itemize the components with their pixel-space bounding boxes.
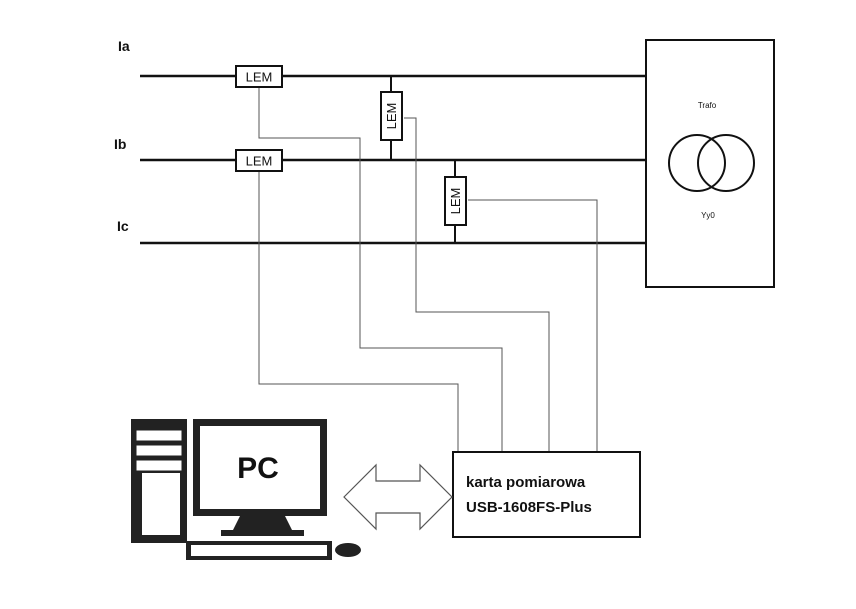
measurement-card-box [452, 451, 641, 538]
lem-sensor-ib: LEM [235, 149, 283, 172]
lem-sensor-ab: LEM [380, 91, 403, 141]
transformer-coil-1-icon [668, 134, 726, 192]
bidirectional-arrow-icon [343, 463, 453, 531]
transformer-name: Trafo [698, 101, 717, 110]
card-line-2: USB-1608FS-Plus [466, 499, 592, 516]
wire-lem-ab [404, 117, 550, 452]
transformer-box [645, 39, 775, 288]
lem-sensor-bc: LEM [444, 176, 467, 226]
lem-sensor-ib-label: LEM [246, 154, 273, 169]
transformer-coil-2-icon [697, 134, 755, 192]
phase-label-a: Ia [118, 38, 130, 54]
signal-wires [258, 88, 598, 452]
lem-sensor-bc-label: LEM [448, 188, 463, 215]
phase-label-c: Ic [117, 218, 129, 234]
card-line-1: karta pomiarowa [466, 474, 586, 491]
pc-label: PC [237, 452, 279, 485]
transformer-vector-group: Yy0 [701, 211, 715, 220]
phase-label-b: Ib [114, 136, 126, 152]
wire-lem-bc [468, 199, 598, 452]
pc-tower-icon [131, 419, 187, 543]
lem-sensor-ia: LEM [235, 65, 283, 88]
keyboard-icon [186, 541, 332, 560]
wire-lem-ia [258, 88, 503, 452]
lem-sensor-ab-label: LEM [384, 103, 399, 130]
wire-lem-ib [258, 172, 459, 452]
mouse-icon [335, 543, 361, 557]
transformer: Trafo Yy0 [645, 39, 775, 288]
measurement-card: karta pomiarowa USB-1608FS-Plus [452, 451, 641, 538]
lem-sensor-ia-label: LEM [246, 70, 273, 85]
monitor-icon [193, 419, 327, 536]
